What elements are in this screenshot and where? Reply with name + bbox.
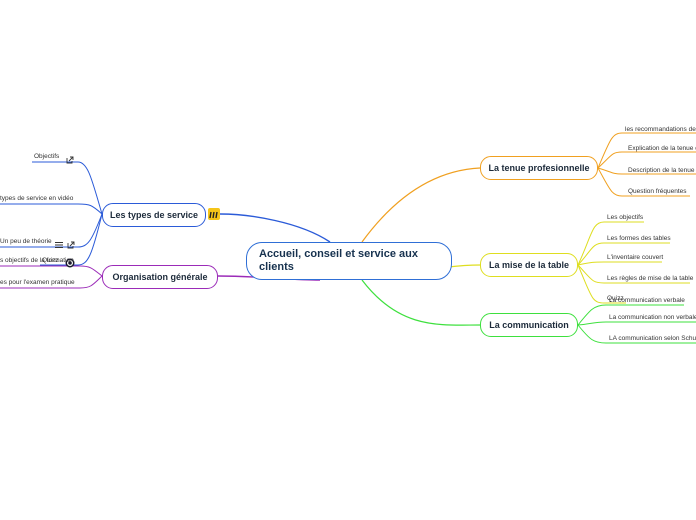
- topic-communication[interactable]: La communication: [480, 313, 578, 337]
- topic-tenue[interactable]: La tenue profesionnelle: [480, 156, 598, 180]
- subtopic-table[interactable]: Les règles de mise de la table: [607, 275, 694, 282]
- topic-tenue-label: La tenue profesionnelle: [488, 163, 590, 173]
- subtopic-types[interactable]: Quizz: [42, 257, 59, 264]
- subtopic-table[interactable]: Les objectifs: [607, 214, 644, 221]
- subtopic-tenue[interactable]: les recommandations de: [625, 126, 696, 133]
- subtopic-communication[interactable]: La communication non verbale: [609, 314, 696, 321]
- subtopic-tenue[interactable]: Question fréquentes: [628, 188, 687, 195]
- subtopic-types[interactable]: Objectifs: [34, 153, 60, 160]
- subtopic-tenue[interactable]: Description de la tenue c: [628, 167, 696, 174]
- subtopic-types[interactable]: types de service en vidéo: [0, 195, 74, 202]
- central-topic[interactable]: Accueil, conseil et service aux clients: [246, 242, 452, 280]
- topic-types-label: Les types de service: [109, 210, 199, 220]
- connector-types: [219, 213, 331, 243]
- subtopic-table[interactable]: Les formes des tables: [607, 235, 671, 242]
- subtopic-tenue[interactable]: Explication de la tenue d: [628, 145, 696, 152]
- external-link-icon[interactable]: [66, 151, 74, 164]
- central-topic-label: Accueil, conseil et service aux clients: [259, 248, 418, 273]
- topic-table-label: La mise de la table: [488, 260, 570, 270]
- lines-icon[interactable]: [208, 208, 220, 220]
- connector-tenue: [361, 167, 481, 243]
- quiz-logo-icon[interactable]: [65, 255, 75, 268]
- subtopic-table[interactable]: Quizz: [607, 295, 624, 302]
- connector-communication: [361, 279, 481, 326]
- external-link-icon[interactable]: [67, 236, 75, 249]
- topic-table[interactable]: La mise de la table: [480, 253, 578, 277]
- menu-icon[interactable]: [55, 236, 63, 248]
- subtopic-organisation[interactable]: es pour l'examen pratique: [0, 279, 75, 286]
- subtopic-organisation[interactable]: s objectifs de la formation: [0, 257, 74, 264]
- subtopic-communication[interactable]: La communication verbale: [609, 297, 685, 304]
- topic-communication-label: La communication: [489, 320, 569, 330]
- topic-organisation-label: Organisation générale: [112, 272, 208, 282]
- topic-types[interactable]: Les types de service: [102, 203, 206, 227]
- subtopic-communication[interactable]: LA communication selon Schulz: [609, 335, 696, 342]
- subtopic-types[interactable]: Un peu de théorie: [0, 238, 52, 245]
- topic-organisation[interactable]: Organisation générale: [102, 265, 218, 289]
- subtopic-table[interactable]: L'inventaire couvert: [607, 254, 664, 261]
